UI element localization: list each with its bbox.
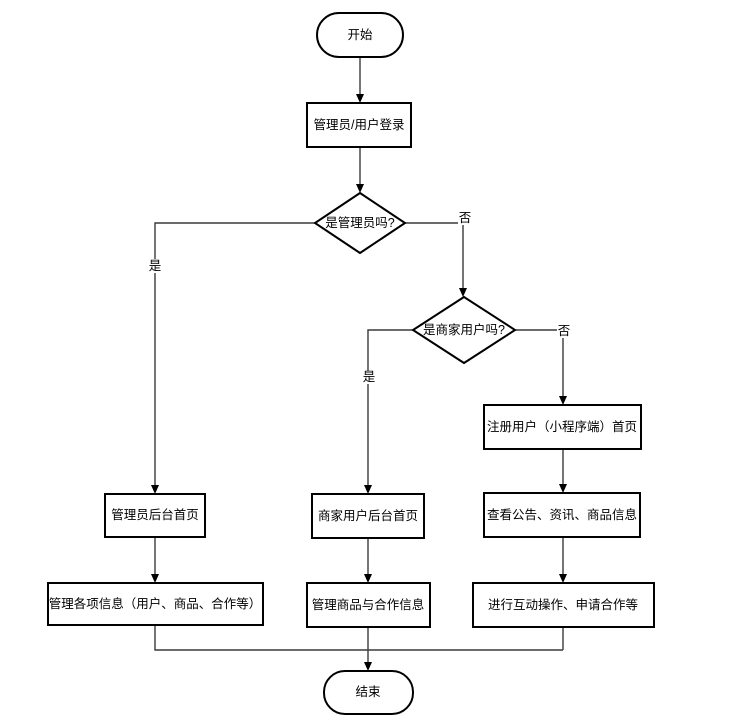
arrowhead-login-isadmin	[356, 184, 364, 193]
view-info-node-label: 查看公告、资讯、商品信息	[487, 507, 637, 522]
merchant-home-node-label: 商家用户后台首页	[318, 508, 418, 523]
manage-all-node-label: 管理各项信息（用户、商品、合作等）	[49, 596, 262, 611]
is-merchant-decision: 是商家用户吗?	[411, 295, 517, 365]
end-node-label: 结束	[355, 685, 381, 699]
edge-label-ismerchant-no: 否	[558, 324, 571, 338]
is-merchant-decision-shape	[411, 295, 517, 365]
start-node-label: 开始	[347, 28, 373, 42]
end-node-shape	[323, 670, 414, 715]
login-node-label: 管理员/用户登录	[314, 117, 405, 132]
arrowhead-ismerchant-registerhome	[559, 396, 567, 405]
manage-goods-node-shape	[306, 582, 431, 628]
arrowhead-merchanthome-managegoods	[364, 574, 372, 583]
edge-isadmin-adminhome	[154, 222, 315, 491]
edge-label-bg	[362, 371, 376, 384]
edge-label-isadmin-no: 否	[459, 211, 472, 225]
edge-ismerchant-merchanthome	[367, 329, 413, 491]
is-admin-decision-label: 是管理员吗?	[325, 215, 395, 230]
start-node-shape	[316, 12, 404, 58]
arrowhead-isadmin-adminhome	[151, 485, 159, 494]
edge-ismerchant-registerhome	[515, 329, 564, 402]
register-home-node-shape	[483, 404, 642, 450]
interact-node-shape	[472, 582, 655, 628]
register-home-node: 注册用户（小程序端）首页	[483, 404, 642, 450]
merchant-home-node: 商家用户后台首页	[311, 493, 425, 539]
arrowhead-registerhome-viewinfo	[559, 484, 567, 493]
start-node: 开始	[316, 12, 404, 58]
nodes: 开始 管理员/用户登录 是管理员吗? 是商家用户吗? 注册用户（小程序端）首页 …	[47, 12, 655, 715]
connectors	[151, 57, 567, 671]
edge-merge-horizontal	[154, 625, 563, 651]
edge-isadmin-ismerchant	[405, 222, 464, 294]
edge-label-isadmin-yes: 是	[149, 259, 162, 273]
end-node: 结束	[323, 670, 414, 715]
manage-goods-node-label: 管理商品与合作信息	[312, 597, 425, 612]
edge-labels: 是 否 是 否	[148, 211, 571, 384]
merchant-home-node-shape	[311, 493, 425, 539]
view-info-node: 查看公告、资讯、商品信息	[483, 492, 641, 538]
edge-label-ismerchant-yes: 是	[363, 370, 376, 384]
register-home-node-label: 注册用户（小程序端）首页	[487, 419, 637, 434]
interact-node: 进行互动操作、申请合作等	[472, 582, 655, 628]
is-admin-decision-shape	[313, 191, 407, 255]
interact-node-label: 进行互动操作、申请合作等	[488, 597, 638, 612]
manage-all-node: 管理各项信息（用户、商品、合作等）	[47, 582, 264, 626]
view-info-node-shape	[483, 492, 641, 538]
manage-all-node-shape	[47, 582, 264, 626]
arrowhead-merge-end	[364, 662, 372, 671]
login-node: 管理员/用户登录	[306, 102, 412, 148]
edge-label-bg	[557, 325, 571, 338]
arrowhead-isadmin-ismerchant	[459, 288, 467, 297]
edge-label-bg	[148, 259, 162, 273]
arrowhead-viewinfo-interact	[559, 574, 567, 583]
is-admin-decision: 是管理员吗?	[313, 191, 407, 255]
admin-home-node-shape	[104, 493, 206, 538]
login-node-shape	[306, 102, 412, 148]
arrowhead-ismerchant-merchanthome	[364, 485, 372, 494]
admin-home-node: 管理员后台首页	[104, 493, 206, 538]
admin-home-node-label: 管理员后台首页	[111, 507, 199, 522]
arrowhead-adminhome-manageall	[151, 574, 159, 583]
is-merchant-decision-label: 是商家用户吗?	[423, 322, 505, 337]
manage-goods-node: 管理商品与合作信息	[306, 582, 431, 628]
edge-label-bg	[458, 212, 472, 225]
arrowhead-start-login	[356, 94, 364, 103]
